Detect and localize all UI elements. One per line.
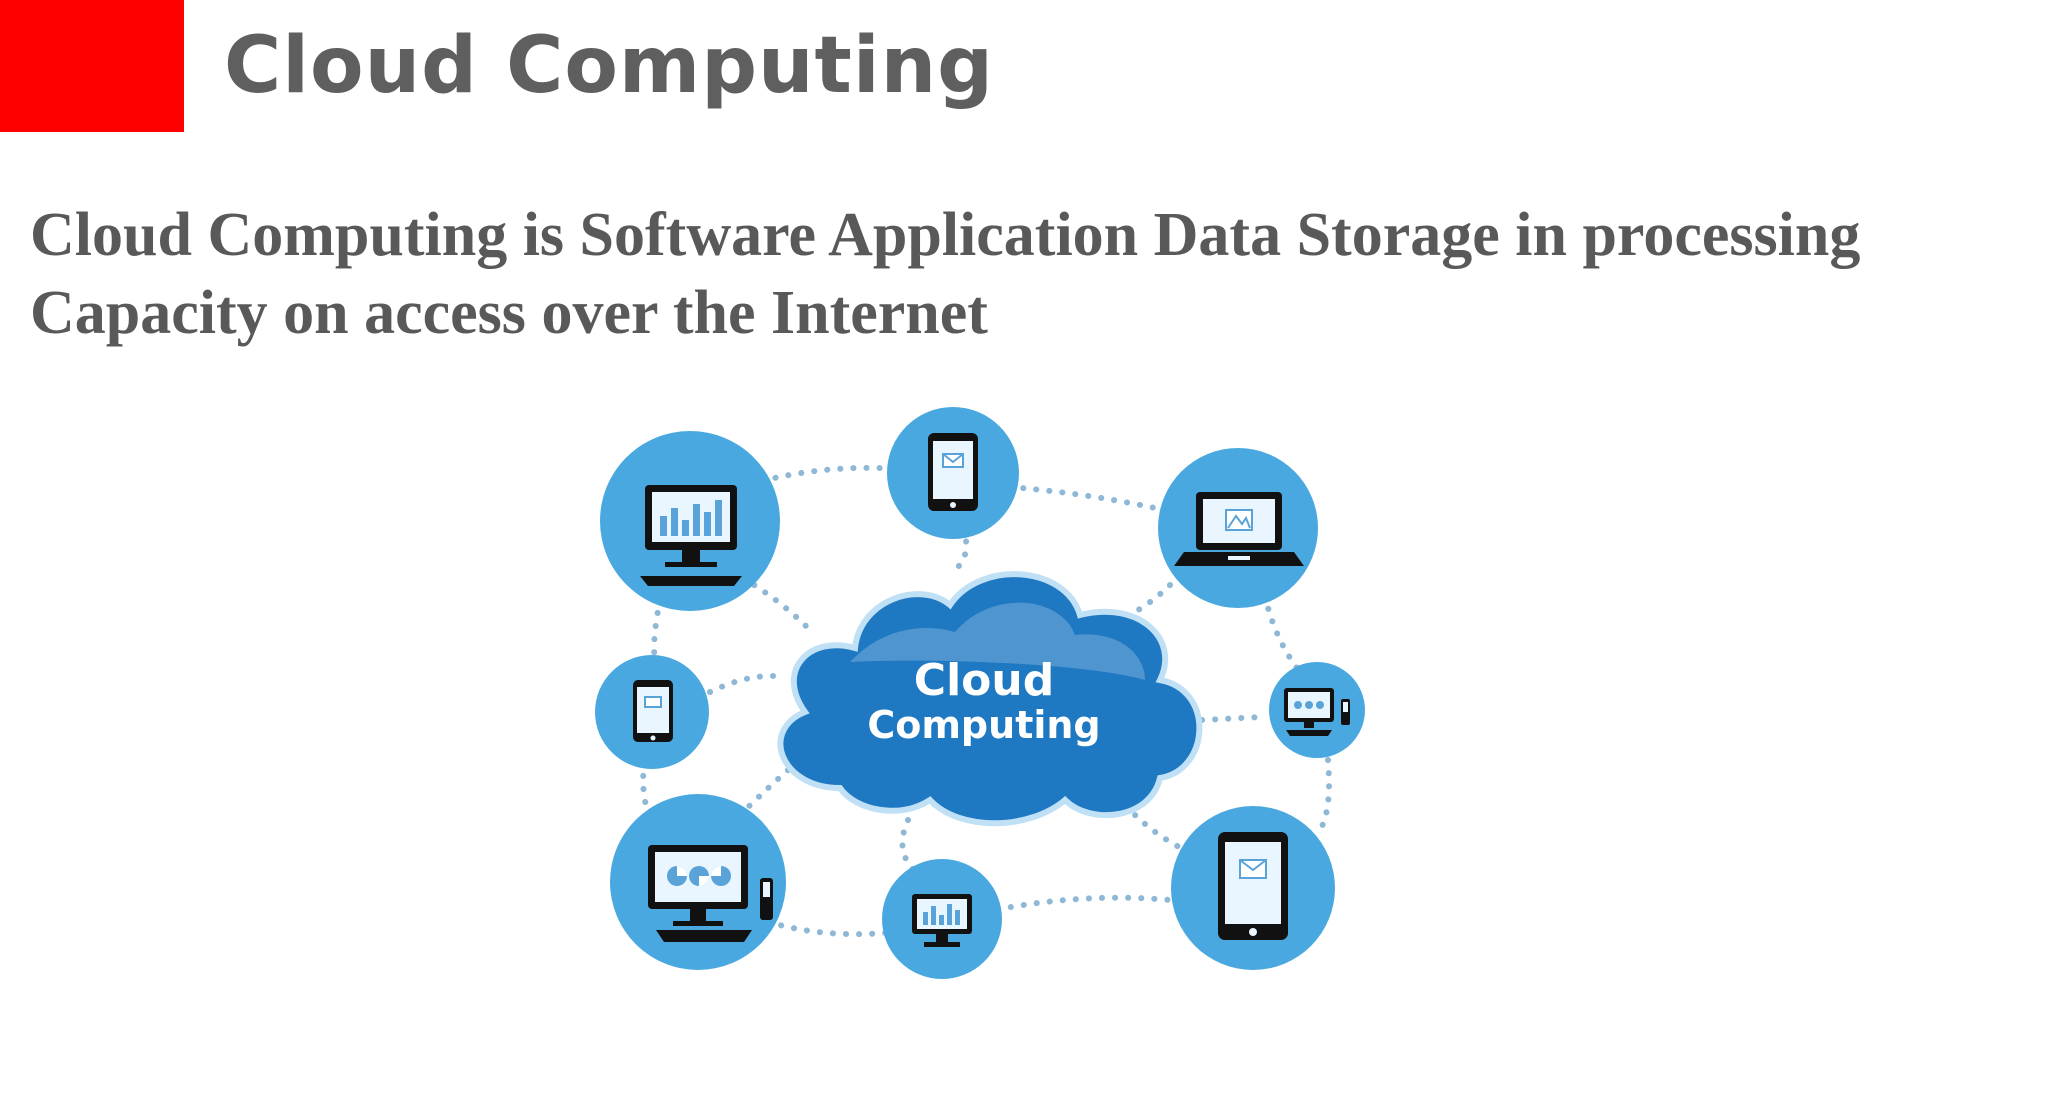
- tablet-icon: [633, 680, 673, 742]
- connector-tablet-top-to-laptop: [994, 483, 1158, 511]
- connector-small-desktop-to-tablet-bottom-right: [1317, 757, 1332, 833]
- desktop-monitor-icon: [640, 485, 742, 586]
- desktop-computer-icon: [1284, 688, 1350, 736]
- device-node-monitor-bottom: [882, 859, 1002, 979]
- device-node-tablet-bottom-right: [1171, 806, 1335, 970]
- desktop-computer-icon: [648, 845, 773, 942]
- device-node-desktop-pie: [610, 794, 786, 970]
- device-node-tablet-left: [595, 655, 709, 769]
- tablet-icon: [1218, 832, 1288, 940]
- body-text: Cloud Computing is Software Application …: [30, 201, 1861, 347]
- connector-desktop-to-tablet-top: [747, 464, 913, 487]
- red-accent-block: [0, 0, 184, 132]
- cloud-label-line2: Computing: [867, 703, 1100, 747]
- connector-monitor-bottom-to-tablet-bottom-right: [982, 894, 1173, 915]
- connector-laptop-to-small-desktop: [1262, 593, 1303, 675]
- device-node-laptop: [1158, 448, 1318, 608]
- connector-laptop-to-cloud: [1057, 582, 1173, 643]
- slide-title: Cloud Computing: [224, 21, 994, 111]
- device-node-desktop-chart: [600, 431, 780, 611]
- connector-cloud-to-small-desktop: [1199, 714, 1265, 723]
- cloud-computing-diagram: Cloud Computing: [560, 400, 1380, 1000]
- device-node-small-desktop: [1269, 662, 1365, 758]
- cloud-label-line1: Cloud: [914, 655, 1054, 706]
- laptop-icon: [1174, 492, 1304, 566]
- monitor-icon: [912, 894, 972, 947]
- device-node-tablet-top: [887, 407, 1019, 539]
- central-cloud: Cloud Computing: [777, 571, 1203, 827]
- tablet-icon: [928, 433, 978, 511]
- connector-tablet-left-to-cloud: [707, 672, 778, 695]
